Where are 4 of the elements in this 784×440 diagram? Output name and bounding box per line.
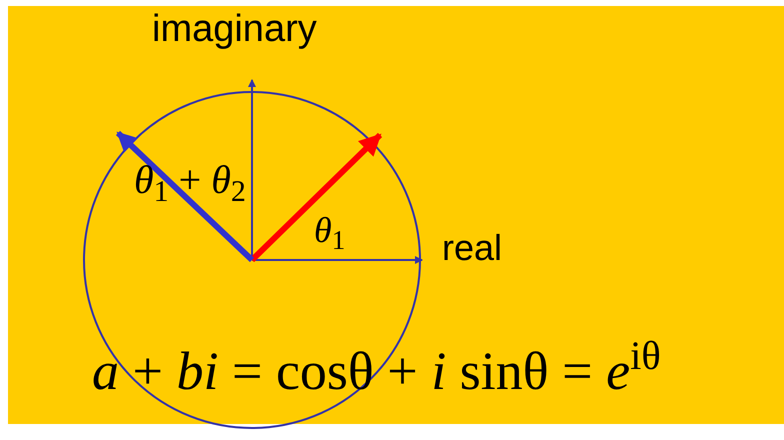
axis-label: imaginary	[152, 10, 317, 48]
angle-label: θ$_{1}$ + θ$_{2}$	[134, 160, 246, 200]
angle-label: θ$_{1}$	[314, 212, 346, 248]
axis-label: real	[442, 230, 502, 266]
